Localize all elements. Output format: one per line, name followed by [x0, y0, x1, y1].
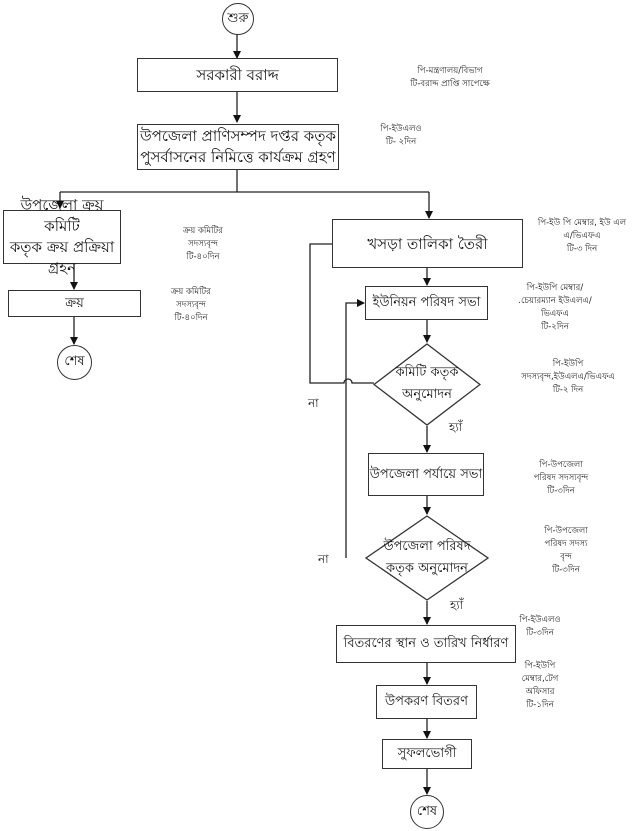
- note-line: অফিসার: [525, 687, 555, 697]
- note-line: পরিষদ সদস্যবৃন্দ: [533, 473, 589, 483]
- note-purchase: ক্রয় কমিটির সদস্যবৃন্দ টি-৪০দিন: [158, 286, 224, 325]
- note-line: পরিষদ সদস্য: [544, 539, 588, 549]
- note-line: টি-৩ দিন: [566, 244, 598, 254]
- note-line: পি-উপজেলা: [544, 526, 588, 536]
- note-line: টি-বরাদ্দ প্রাপ্তি সাপেক্ষে: [410, 79, 490, 89]
- node-label: খসড়া তালিকা তৈরী: [367, 234, 488, 253]
- note-line: পি-উপজেলা: [539, 460, 583, 470]
- note-line: টি-৩দিন: [547, 486, 575, 496]
- node-label: সুফলভোগী: [397, 746, 457, 761]
- note-line: টি-২ দিন: [552, 385, 584, 395]
- end-terminal-left: শেষ: [57, 345, 92, 380]
- note-venue-date: পি-ইউএলও টি-৩দিন: [516, 614, 564, 640]
- note-line: টি-২দিন: [541, 322, 569, 332]
- note-line: পি-ইউপি: [524, 661, 556, 671]
- decision-committee-approval-text: কমিটি কতৃক অনুমোদন: [373, 362, 481, 406]
- note-line: পি-ইউপি: [552, 359, 584, 369]
- decision-upazila-approval: [365, 515, 489, 601]
- note-line: বৃন্দ: [560, 552, 572, 562]
- note-distribution: পি-ইউপি মেম্বার,টেগ অফিসার টি-১দিন: [515, 660, 565, 712]
- node-purchase: ক্রয়: [8, 290, 141, 317]
- node-label: অনুমোদন: [402, 387, 452, 402]
- note-line: টি-১দিন: [526, 700, 554, 710]
- note-line: ক্রয় কমিটির: [183, 226, 223, 236]
- node-label: ইউনিয়ন পরিষদ সভা: [372, 295, 481, 310]
- note-line: পি-ইউএলও: [380, 124, 422, 134]
- note-line: টি-৩দিন: [526, 628, 554, 638]
- node-draft-list: খসড়া তালিকা তৈরী: [332, 219, 523, 268]
- node-label: সরকারী বরাদ্দ: [196, 66, 279, 84]
- note-line: মেম্বার,টেগ: [521, 674, 559, 684]
- node-office-action: উপজেলা প্রাণিসম্পদ দপ্তর কতৃক পুসর্বাসনে…: [137, 124, 339, 170]
- node-distribution: উপকরণ বিতরণ: [376, 685, 477, 719]
- node-upazila-meeting: উপজেলা পর্যায়ে সভা: [368, 453, 484, 496]
- node-government-allocation: সরকারী বরাদ্দ: [137, 58, 338, 92]
- label-no-committee: না: [308, 396, 319, 410]
- label-yes-committee: হ্যাঁ: [449, 420, 463, 434]
- node-label: উপজেলা পরিষদ: [383, 539, 471, 554]
- node-label: ক্রয়: [65, 295, 84, 311]
- end-label: শেষ: [64, 354, 85, 369]
- start-label: শুরু: [227, 10, 249, 26]
- decision-upazila-approval-text: উপজেলা পরিষদ কতৃক অনুমোদন: [365, 536, 489, 580]
- note-line: ক্রয় কমিটির: [171, 287, 211, 297]
- start-terminal: শুরু: [222, 3, 254, 35]
- end-terminal-right: শেষ: [410, 795, 444, 829]
- node-label: উপকরণ বিতরণ: [385, 694, 468, 709]
- note-purchase-committee: ক্রয় কমিটির সদস্যবৃন্দ টি-৪০দিন: [168, 225, 238, 264]
- note-union-meeting: পি-ইউপি মেম্বার/ .চেয়ারম্যান ইউএলএ/ ভিএ…: [500, 282, 610, 334]
- node-label: উপজেলা পর্যায়ে সভা: [369, 466, 483, 482]
- node-purchase-committee: উপজেলা ক্রয় কমিটি কতৃক ক্রয় প্রক্রিয়া…: [3, 196, 121, 277]
- node-union-meeting: ইউনিয়ন পরিষদ সভা: [365, 286, 488, 320]
- note-line: পি-ইউপি মেম্বার/: [526, 283, 584, 293]
- note-line: সদস্যবৃন্দ: [176, 300, 206, 310]
- node-label: উপজেলা ক্রয় কমিটি: [20, 196, 104, 235]
- node-label: কতৃক অনুমোদন: [386, 561, 468, 576]
- note-line: .চেয়ারম্যান ইউএলএ/: [518, 296, 592, 306]
- note-line: পি-মন্ত্রণালয়/বিভাগ: [417, 66, 483, 76]
- node-venue-date: বিতরণের স্থান ও তারিখ নির্ধারণ: [336, 625, 516, 663]
- decision-committee-approval: [373, 343, 481, 426]
- note-upazila-meeting: পি-উপজেলা পরিষদ সদস্যবৃন্দ টি-৩দিন: [525, 459, 597, 498]
- node-label: পুসর্বাসনের নিমিত্তে কার্যক্রম গ্রহণ: [140, 148, 336, 166]
- note-line: পি-ইউ পি মেম্বার, ইউ এল: [537, 218, 627, 228]
- end-label: শেষ: [416, 803, 438, 819]
- loop-no-upazila-to-union: [345, 299, 365, 558]
- note-allocation: পি-মন্ত্রণালয়/বিভাগ টি-বরাদ্দ প্রাপ্তি …: [390, 65, 510, 91]
- note-line: সদস্যবৃন্দ: [188, 239, 218, 249]
- node-label: কতৃক ক্রয় প্রক্রিয়া গ্রহন: [9, 238, 115, 277]
- label-yes-upazila: হ্যাঁ: [450, 598, 464, 612]
- note-line: ভিএফএ: [541, 309, 569, 319]
- note-line: টি-৪০দিন: [174, 313, 208, 323]
- node-beneficiary: সুফলভোগী: [382, 739, 472, 769]
- note-line: টি- ২দিন: [385, 137, 417, 147]
- note-line: এ/ভিএফএ: [563, 231, 601, 241]
- note-line: পি-ইউএলও: [519, 615, 561, 625]
- note-draft-list: পি-ইউ পি মেম্বার, ইউ এল এ/ভিএফএ টি-৩ দিন: [526, 217, 638, 256]
- note-committee-approval: পি-ইউপি সদস্যবৃন্দ,ইউএলএ/ভিএফএ টি-২ দিন: [508, 358, 628, 397]
- label-no-upazila: না: [318, 552, 329, 566]
- node-label: উপজেলা প্রাণিসম্পদ দপ্তর কতৃক: [140, 127, 336, 145]
- node-label: বিতরণের স্থান ও তারিখ নির্ধারণ: [343, 636, 509, 651]
- note-upazila-approval: পি-উপজেলা পরিষদ সদস্য বৃন্দ টি-৩দিন: [536, 525, 596, 577]
- note-line: টি-৪০দিন: [186, 252, 220, 262]
- note-line: সদস্যবৃন্দ,ইউএলএ/ভিএফএ: [521, 372, 615, 382]
- node-label: কমিটি কতৃক: [395, 365, 459, 380]
- note-office-action: পি-ইউএলও টি- ২দিন: [376, 123, 426, 149]
- note-line: টি-৩দিন: [552, 565, 580, 575]
